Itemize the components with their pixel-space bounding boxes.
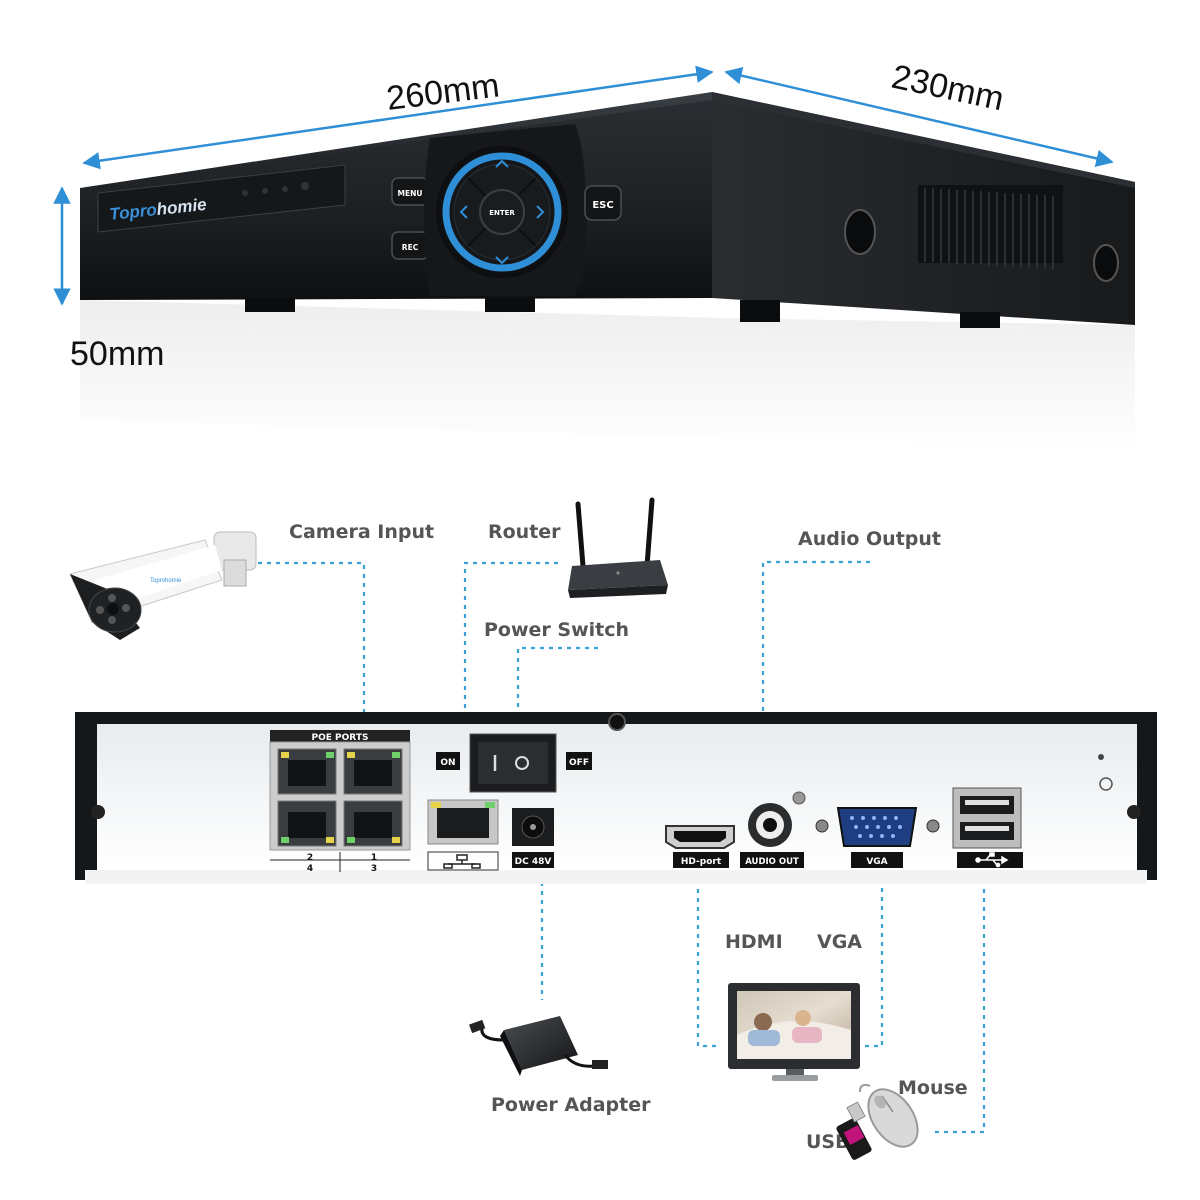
audio-out-port[interactable]: AUDIO OUT	[740, 791, 806, 868]
power-adapter-label: Power Adapter	[491, 1094, 651, 1116]
svg-text:4: 4	[307, 864, 313, 874]
svg-text:REC: REC	[402, 243, 419, 252]
power-adapter-icon	[469, 1016, 608, 1076]
svg-text:Toprohomie: Toprohomie	[150, 578, 182, 584]
svg-text:1: 1	[371, 853, 377, 863]
dimension-arrows	[53, 65, 1114, 306]
svg-text:ESC: ESC	[592, 200, 613, 211]
svg-text:DC 48V: DC 48V	[515, 857, 552, 867]
usb-ports[interactable]	[952, 787, 1023, 868]
power-switch[interactable]: ON OFF	[436, 733, 592, 793]
width-dimension: 260mm	[384, 66, 501, 118]
height-dimension: 50mm	[70, 335, 164, 373]
svg-text:2: 2	[307, 853, 313, 863]
svg-text:ENTER: ENTER	[489, 209, 515, 217]
monitor-icon	[728, 983, 860, 1081]
vga-label: VGA	[817, 931, 862, 953]
nvr-rear-panel: POE PORTS 2	[75, 712, 1157, 884]
camera-input-label: Camera Input	[289, 521, 434, 543]
hdmi-label: HDMI	[725, 931, 783, 953]
usb-stick-icon	[836, 1101, 872, 1160]
mouse-icon	[859, 1083, 919, 1148]
svg-text:AUDIO OUT: AUDIO OUT	[745, 857, 799, 867]
svg-text:HD-port: HD-port	[681, 857, 722, 867]
hdmi-port[interactable]: HD-port	[665, 825, 735, 868]
mouse-label: Mouse	[898, 1077, 968, 1099]
rec-button[interactable]: REC	[391, 231, 429, 260]
menu-button[interactable]: MENU	[391, 177, 429, 206]
esc-button[interactable]: ESC	[584, 185, 622, 221]
svg-text:ON: ON	[440, 758, 455, 768]
svg-text:MENU: MENU	[398, 189, 423, 198]
usb-icon	[975, 852, 1009, 868]
nvr-front-view: Toprohomie MENU REC	[80, 92, 1135, 450]
nav-pad[interactable]: ENTER	[424, 124, 587, 296]
svg-text:VGA: VGA	[866, 857, 887, 867]
svg-text:POE PORTS: POE PORTS	[312, 733, 369, 743]
bullet-camera-icon: Toprohomie	[69, 531, 257, 640]
screw-hole	[844, 209, 876, 255]
audio-output-label: Audio Output	[798, 528, 941, 550]
router-icon	[568, 497, 668, 598]
poe-ports[interactable]: POE PORTS 2	[269, 730, 411, 874]
depth-dimension: 230mm	[888, 58, 1007, 119]
lan-port[interactable]	[427, 799, 499, 871]
side-vent	[918, 185, 1063, 270]
dc-power-jack[interactable]: DC 48V	[512, 808, 554, 868]
router-label: Router	[488, 521, 561, 543]
vga-port[interactable]: VGA	[815, 807, 940, 868]
screw-hole	[1093, 244, 1119, 282]
enter-button[interactable]	[479, 189, 525, 235]
network-icon	[443, 854, 481, 869]
svg-text:3: 3	[371, 864, 377, 874]
usb-label: USB	[806, 1131, 850, 1153]
power-switch-label: Power Switch	[484, 619, 629, 641]
connector-lines	[258, 560, 986, 1134]
svg-text:OFF: OFF	[569, 758, 589, 768]
